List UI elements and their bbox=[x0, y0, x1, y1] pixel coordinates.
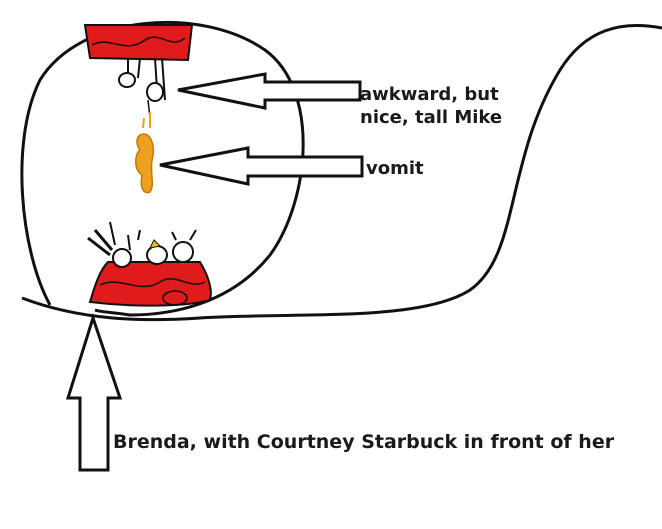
vomit-blob bbox=[135, 112, 154, 194]
arrow-to-mike bbox=[177, 72, 362, 110]
brenda-label: Brenda, with Courtney Starbuck in front … bbox=[113, 431, 615, 453]
mike-label-line1: awkward, but bbox=[360, 84, 499, 105]
coaster-track bbox=[21, 24, 662, 322]
arrow-to-brenda bbox=[65, 313, 123, 472]
top-coaster-car bbox=[83, 24, 194, 119]
mike-label: awkward, but nice, tall Mike bbox=[360, 84, 502, 129]
coaster-loop bbox=[20, 20, 305, 317]
vomit-label: vomit bbox=[366, 158, 424, 179]
arrow-to-vomit bbox=[159, 146, 364, 186]
bottom-coaster-car bbox=[87, 221, 212, 307]
mike-label-line2: nice, tall Mike bbox=[360, 106, 503, 128]
